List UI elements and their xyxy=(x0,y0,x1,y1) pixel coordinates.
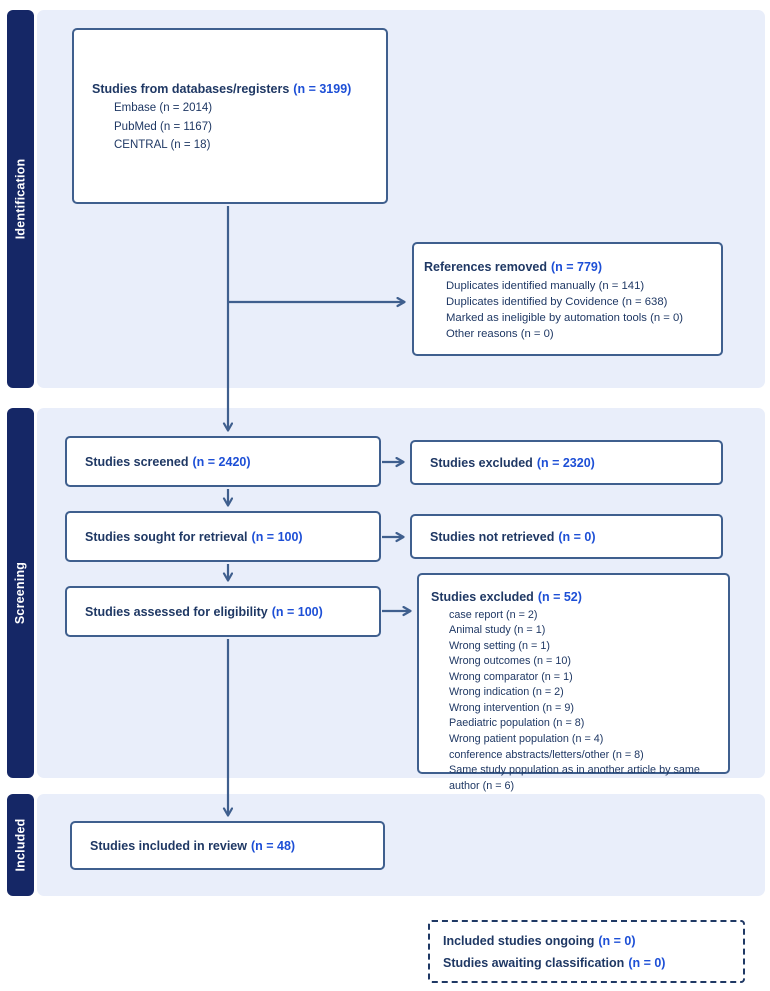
box-item: Other reasons (n = 0) xyxy=(446,327,554,340)
box-count: (n = 0) xyxy=(628,955,666,970)
box-title-line: Studies included in review(n = 48) xyxy=(90,835,375,857)
box-count: (n = 48) xyxy=(250,838,296,853)
box-item: Wrong intervention (n = 9) xyxy=(449,701,574,714)
flow-box-assessed: Studies assessed for eligibility(n = 100… xyxy=(65,586,381,637)
box-title-line: Studies excluded(n = 2320) xyxy=(430,452,713,474)
flow-box-sought: Studies sought for retrieval(n = 100) xyxy=(65,511,381,562)
box-title-line: Studies from databases/registers(n = 319… xyxy=(92,78,378,100)
box-title-line: Studies assessed for eligibility(n = 100… xyxy=(85,601,371,623)
box-title: Studies not retrieved xyxy=(430,529,555,544)
flow-box-excluded-eligibility: Studies excluded(n = 52) case report (n … xyxy=(417,573,730,792)
box-count: (n = 779) xyxy=(550,260,603,275)
flow-box-included-review: Studies included in review(n = 48) xyxy=(70,821,385,870)
box-item: Marked as ineligible by automation tools… xyxy=(446,311,684,324)
box-title: References removed xyxy=(424,260,547,275)
included-label: Included xyxy=(13,818,28,872)
flow-box-references-removed: References removed(n = 779) Duplicates i… xyxy=(412,242,723,356)
screening-label: Screening xyxy=(13,561,28,625)
identification-label: Identification xyxy=(13,158,28,240)
box-title-line: References removed(n = 779) xyxy=(424,256,713,278)
box-count: (n = 0) xyxy=(598,933,636,948)
flow-box-excluded-screening: Studies excluded(n = 2320) xyxy=(410,440,723,485)
box-title: Studies assessed for eligibility xyxy=(85,604,268,619)
flow-box-ongoing-awaiting: Included studies ongoing(n = 0) Studies … xyxy=(428,920,745,983)
box-count: (n = 2420) xyxy=(192,454,251,469)
box-item: conference abstracts/letters/other (n = … xyxy=(449,748,644,761)
box-item: Duplicates identified by Covidence (n = … xyxy=(446,295,668,308)
box-count: (n = 2320) xyxy=(536,455,595,470)
flow-box-screened: Studies screened(n = 2420) xyxy=(65,436,381,487)
box-count: (n = 100) xyxy=(251,529,303,544)
sidebar-bar-screening: Screening xyxy=(7,408,34,778)
box-title: Studies excluded xyxy=(430,455,533,470)
box-title: Included studies ongoing xyxy=(443,933,595,948)
flow-box-databases: Studies from databases/registers(n = 319… xyxy=(72,28,388,204)
box-item: Embase (n = 2014) xyxy=(114,102,213,115)
box-title-line: Studies screened(n = 2420) xyxy=(85,451,371,473)
box-item: Wrong outcomes (n = 10) xyxy=(449,655,571,668)
box-item: Wrong indication (n = 2) xyxy=(449,686,564,699)
box-title: Studies screened xyxy=(85,454,189,469)
sidebar-bar-included: Included xyxy=(7,794,34,896)
box-item: Wrong comparator (n = 1) xyxy=(449,670,573,683)
box-title: Studies excluded xyxy=(431,590,534,604)
box-title: Studies awaiting classification xyxy=(443,955,625,970)
box-title-line: Studies excluded(n = 52) xyxy=(431,586,720,608)
box-count: (n = 100) xyxy=(271,604,323,619)
box-title-line: Studies sought for retrieval(n = 100) xyxy=(85,526,371,548)
box-title: Studies included in review xyxy=(90,838,247,853)
box-count: (n = 0) xyxy=(558,529,596,544)
box-count: (n = 52) xyxy=(537,590,582,604)
box-item: Paediatric population (n = 8) xyxy=(449,717,585,730)
box-item: Animal study (n = 1) xyxy=(449,624,546,637)
sidebar-bar-identification: Identification xyxy=(7,10,34,388)
box-title-line: Studies not retrieved(n = 0) xyxy=(430,526,713,548)
flow-box-not-retrieved: Studies not retrieved(n = 0) xyxy=(410,514,723,559)
box-title: Studies from databases/registers xyxy=(92,81,290,96)
box-item: Duplicates identified manually (n = 141) xyxy=(446,279,645,292)
box-item: Wrong patient population (n = 4) xyxy=(449,732,604,745)
box-title-line: Studies awaiting classification(n = 0) xyxy=(443,952,735,974)
box-title-line: Included studies ongoing(n = 0) xyxy=(443,930,735,952)
box-item: case report (n = 2) xyxy=(449,608,538,621)
box-item: Same study population as in another arti… xyxy=(449,764,700,792)
box-item: CENTRAL (n = 18) xyxy=(114,138,211,151)
box-title: Studies sought for retrieval xyxy=(85,529,248,544)
box-item: PubMed (n = 1167) xyxy=(114,120,212,133)
box-item: Wrong setting (n = 1) xyxy=(449,639,550,652)
box-count: (n = 3199) xyxy=(293,81,352,96)
